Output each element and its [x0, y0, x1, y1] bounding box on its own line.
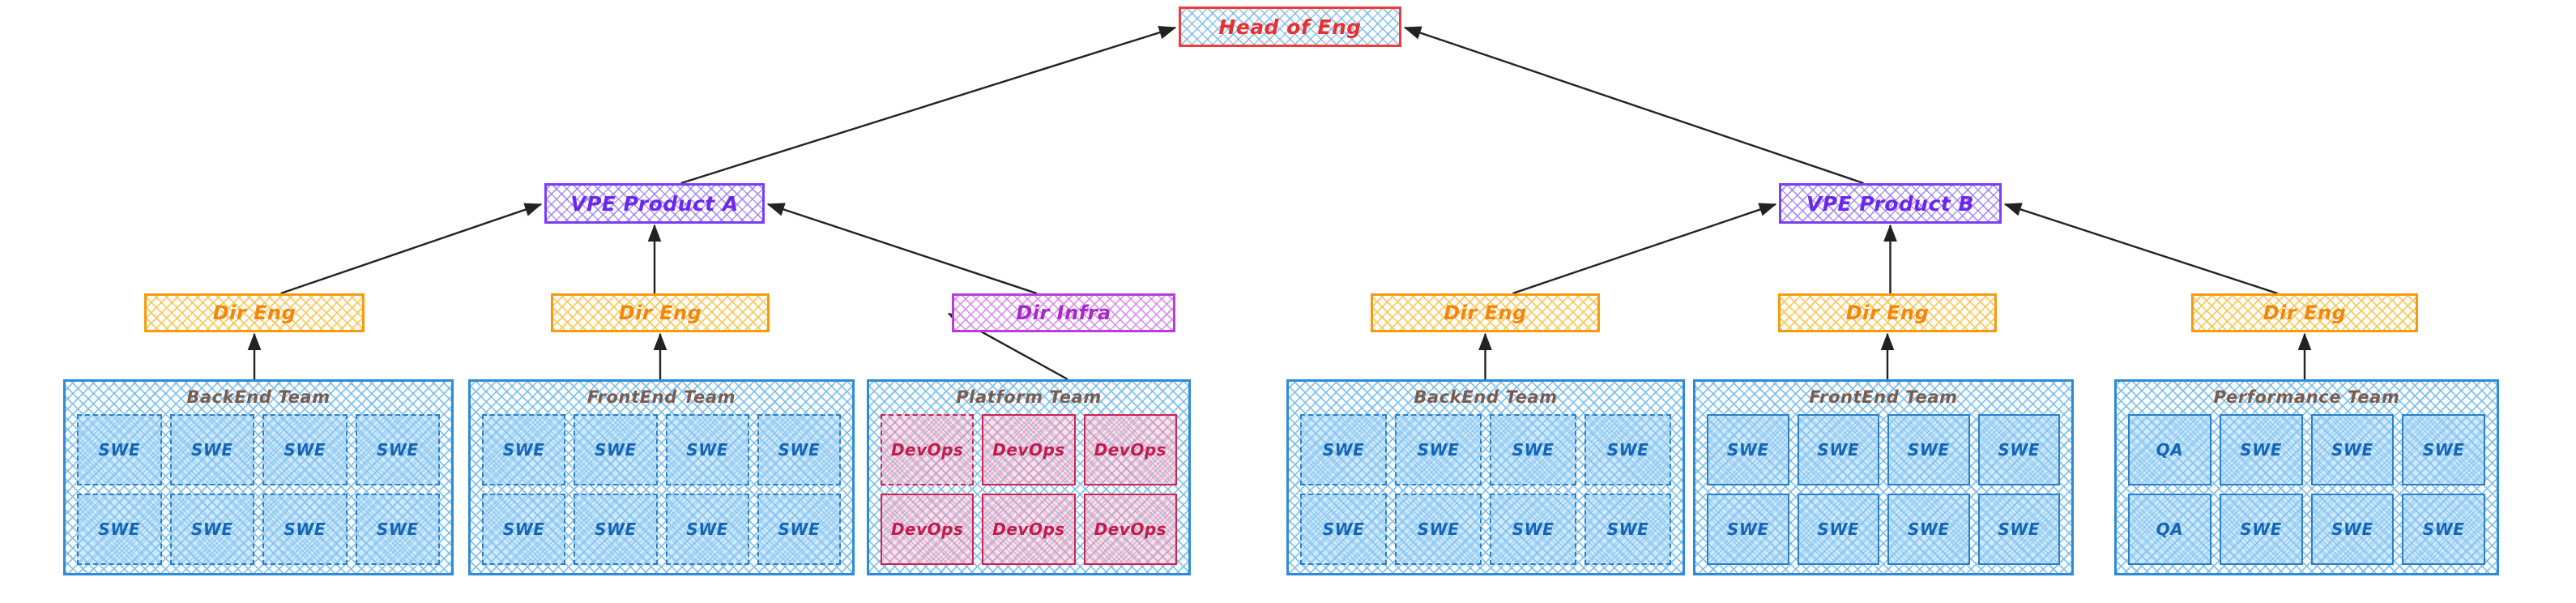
node-label: Dir Infra	[1016, 302, 1111, 324]
node-label: VPE Product A	[570, 191, 739, 216]
team-member-swe[interactable]: SWE	[574, 494, 658, 565]
team-member-swe[interactable]: SWE	[1395, 494, 1482, 565]
team-member-swe[interactable]: SWE	[169, 494, 254, 565]
node-label: Dir Eng	[618, 302, 702, 324]
team-member-swe[interactable]: SWE	[1300, 494, 1387, 565]
team-member-qa[interactable]: QA	[2128, 494, 2211, 565]
team-member-swe[interactable]: SWE	[1584, 494, 1671, 565]
team-title: FrontEnd Team	[586, 387, 736, 407]
team-member-swe[interactable]: SWE	[574, 414, 658, 485]
team-member-swe[interactable]: SWE	[169, 414, 254, 485]
team-member-swe[interactable]: SWE	[1887, 494, 1970, 565]
team-member-swe[interactable]: SWE	[482, 414, 566, 485]
team-member-swe[interactable]: SWE	[2219, 414, 2303, 485]
node-label: Dir Eng	[212, 302, 296, 324]
team-member-qa[interactable]: QA	[2128, 414, 2211, 485]
team-member-devops[interactable]: DevOps	[982, 414, 1076, 485]
edge-dir-b3-to-vpe-b	[2003, 203, 2278, 295]
team-member-swe[interactable]: SWE	[1977, 494, 2060, 565]
team-member-swe[interactable]: SWE	[757, 414, 841, 485]
team-member-swe[interactable]: SWE	[1797, 414, 1879, 485]
team-member-swe[interactable]: SWE	[355, 414, 440, 485]
node-vpe-product-b[interactable]: VPE Product B	[1779, 183, 2002, 224]
team-member-swe[interactable]: SWE	[2402, 414, 2485, 485]
team-member-swe[interactable]: SWE	[1707, 414, 1789, 485]
team-title: BackEnd Team	[186, 387, 331, 407]
team-member-swe[interactable]: SWE	[757, 494, 841, 565]
team-title: BackEnd Team	[1414, 387, 1558, 407]
team-member-swe[interactable]: SWE	[1395, 414, 1482, 485]
team-member-devops[interactable]: DevOps	[881, 414, 975, 485]
team-member-swe[interactable]: SWE	[1584, 414, 1671, 485]
node-vpe-product-a[interactable]: VPE Product A	[544, 183, 765, 224]
team-member-swe[interactable]: SWE	[1490, 414, 1576, 485]
team-member-swe[interactable]: SWE	[1977, 414, 2060, 485]
edge-dir-a1-to-vpe-a	[280, 203, 543, 295]
node-label: Dir Eng	[1845, 302, 1930, 324]
node-dir-eng-b3[interactable]: Dir Eng	[2191, 293, 2418, 332]
node-dir-eng-a2[interactable]: Dir Eng	[551, 293, 770, 332]
team-member-devops[interactable]: DevOps	[881, 494, 975, 565]
edge-dir-b1-to-vpe-b	[1512, 203, 1777, 295]
team-member-swe[interactable]: SWE	[262, 494, 348, 565]
team-member-swe[interactable]: SWE	[1887, 414, 1970, 485]
team-member-swe[interactable]: SWE	[1300, 414, 1387, 485]
node-dir-eng-b1[interactable]: Dir Eng	[1371, 293, 1600, 332]
team-member-devops[interactable]: DevOps	[982, 494, 1076, 565]
team-member-swe[interactable]: SWE	[665, 414, 749, 485]
team-member-devops[interactable]: DevOps	[1083, 494, 1177, 565]
team-member-swe[interactable]: SWE	[2219, 494, 2303, 565]
team-member-devops[interactable]: DevOps	[1083, 414, 1177, 485]
team-member-swe[interactable]: SWE	[355, 494, 440, 565]
team-member-swe[interactable]: SWE	[2310, 414, 2395, 485]
edge-vpe-b-to-head	[1403, 26, 1864, 185]
node-dir-eng-b2[interactable]: Dir Eng	[1778, 293, 1997, 332]
team-title: Platform Team	[956, 387, 1102, 407]
team-member-swe[interactable]: SWE	[262, 414, 348, 485]
node-dir-eng-a1[interactable]: Dir Eng	[144, 293, 365, 332]
node-label: VPE Product B	[1806, 191, 1975, 216]
team-member-swe[interactable]: SWE	[1797, 494, 1879, 565]
team-member-swe[interactable]: SWE	[77, 494, 162, 565]
team-title: Performance Team	[2213, 387, 2400, 407]
team-member-swe[interactable]: SWE	[77, 414, 162, 485]
team-member-swe[interactable]: SWE	[1490, 494, 1576, 565]
team-title: FrontEnd Team	[1809, 387, 1958, 407]
node-label: Head of Eng	[1218, 15, 1362, 39]
edge-vpe-a-to-head	[680, 26, 1177, 185]
node-label: Dir Eng	[2263, 302, 2347, 324]
team-member-swe[interactable]: SWE	[1707, 494, 1789, 565]
team-member-swe[interactable]: SWE	[2310, 494, 2395, 565]
edge-dir-a3-to-vpe-a	[766, 203, 1038, 295]
team-member-swe[interactable]: SWE	[2402, 494, 2485, 565]
node-dir-infra-a3[interactable]: Dir Infra	[952, 293, 1175, 332]
node-label: Dir Eng	[1444, 302, 1527, 324]
node-head-of-eng[interactable]: Head of Eng	[1179, 6, 1401, 47]
team-member-swe[interactable]: SWE	[665, 494, 749, 565]
team-member-swe[interactable]: SWE	[482, 494, 566, 565]
